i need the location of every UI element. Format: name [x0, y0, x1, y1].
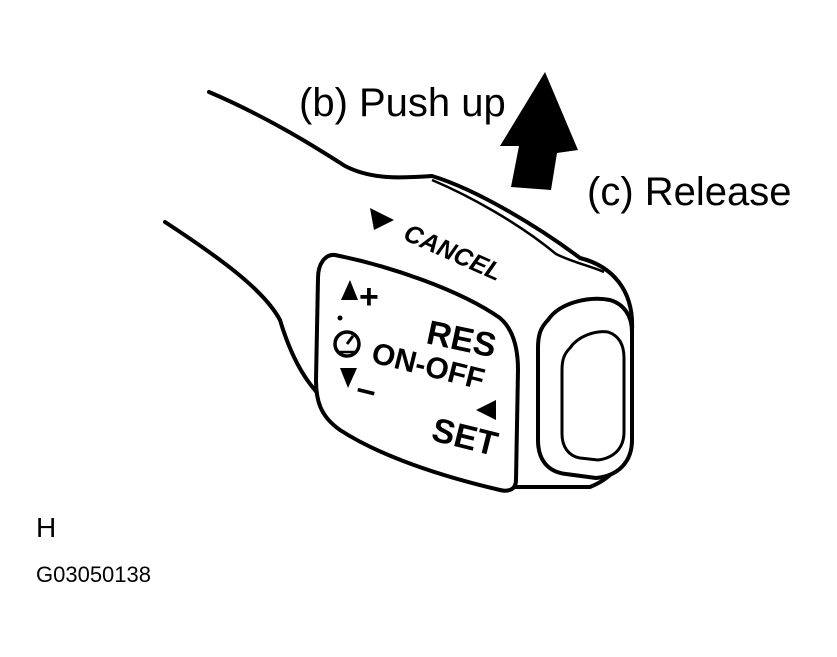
down-triangle-icon [340, 368, 357, 388]
push-up-arrow-icon [500, 72, 578, 190]
end-cap-inner [560, 330, 626, 462]
plus-label: + [359, 278, 379, 316]
push-up-annotation: (b) Push up [299, 81, 506, 125]
switch-face-panel [314, 252, 520, 493]
up-triangle-icon [341, 280, 358, 300]
figure-code: G03050138 [36, 562, 151, 587]
cancel-pointer-icon [370, 208, 394, 230]
on-off-pointer-icon [476, 400, 496, 420]
cruise-control-icon [333, 315, 361, 358]
lever-ridge-line [431, 178, 605, 274]
lever-upper-outline [207, 90, 635, 332]
release-annotation: (c) Release [587, 170, 792, 214]
reference-letter: H [36, 512, 56, 543]
